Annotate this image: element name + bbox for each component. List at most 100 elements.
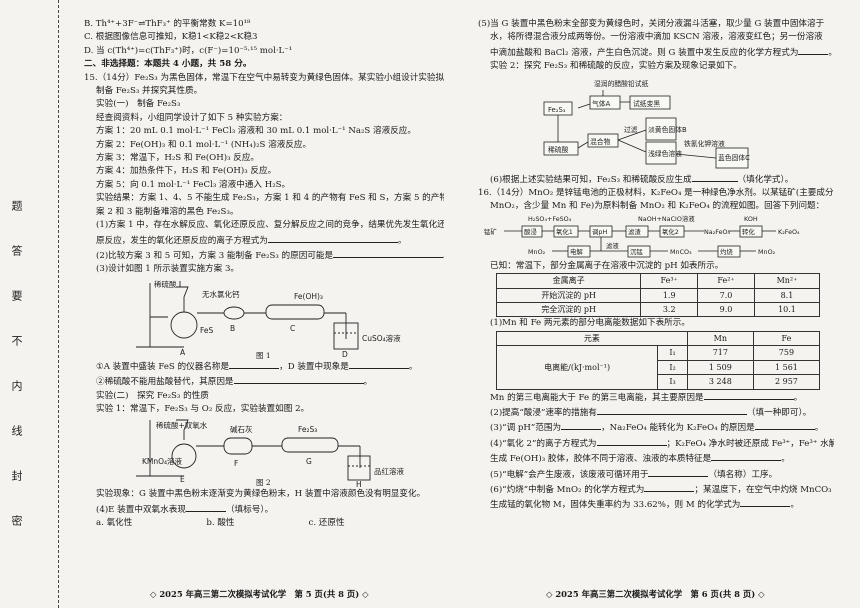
step-adjust-ph: 调pH [592, 227, 607, 236]
text-line: (3)设计如图 1 所示装置实施方案 3。 [96, 264, 240, 275]
text-line: Mn 的第三电离能大于 Fe 的第三电离能，其主要原因是。 [478, 390, 834, 405]
label-feoh3: Fe(OH)₃ [294, 292, 323, 301]
apparatus-diagram-1: 稀硫酸 无水氯化钙 Fe(OH)₃ FeS CuSO₄溶液 A B C D [136, 279, 401, 359]
node-fe2s3: Fe₂S₃ [548, 106, 566, 114]
option-c[interactable]: c. 还原性 [308, 518, 345, 529]
text-line: 原反应，发生的氧化还原反应的离子方程式为。 [84, 233, 444, 248]
text-line: (1)方案 1 中，存在水解反应、氧化还原反应、复分解反应之间的竞争，结果优先发… [96, 220, 444, 231]
table-row: I₃ 3 248 2 957 [497, 374, 821, 390]
text-line: 实验 2：探究 Fe₂S₃ 和稀硫酸的反应，实验方案及现象记录如下。 [490, 61, 742, 72]
text-line: 方案 2：Fe(OH)₃ 和 0.1 mol·L⁻¹ (NH₄)₂S 溶液反应。 [96, 139, 312, 150]
reagent-koh: KOH [744, 215, 758, 223]
option-a[interactable]: a. 氧化性 [96, 518, 133, 529]
answer-blank[interactable] [711, 451, 782, 462]
node-gas-a: 气体A [592, 99, 611, 108]
label-fe2s3: Fe₂S₃ [298, 425, 317, 434]
ph-table: 金属离子 Fe³⁺ Fe²⁺ Mn²⁺ 开始沉淀的 pH 1.9 7.0 8.1… [495, 273, 821, 318]
answer-blank[interactable] [644, 482, 695, 492]
fe2s3-acid-flow: Fe₂S₃ 稀硫酸 气体A 湿润的醋酸铅试纸 试纸变黑 混合物 过滤 淡黄色固体… [543, 79, 750, 169]
seal-margin: 题答要不内线封密 [0, 0, 59, 608]
text-line: (2)比较方案 3 和 5 可知，方案 3 能制备 Fe₂S₃ 的原因可能是。 [84, 248, 444, 263]
answer-blank[interactable] [233, 374, 364, 385]
text-line: 生成锰的氧化物 M，固体失重率约为 33.62%，则 M 的化学式为。 [478, 497, 834, 512]
text-line: 方案 4：加热条件下，H₂S 和 Fe(OH)₃ 反应。 [96, 166, 277, 177]
answer-blank[interactable] [691, 172, 738, 182]
text-line: (3)“调 pH”范围为，Na₂FeO₄ 能转化为 K₂FeO₄ 的原因是。 [478, 420, 834, 435]
node-blue-solid: 蓝色固体C [718, 153, 750, 162]
footer-right: ◇ 2025 年高三第二次模拟考试化学 第 6 页(共 8 页) ◇ [546, 589, 765, 599]
answer-blank[interactable] [185, 502, 226, 512]
node-yellow-solid: 淡黄色固体B [648, 125, 687, 134]
answer-blank[interactable] [333, 248, 444, 258]
table-row: 开始沉淀的 pH 1.9 7.0 8.1 [495, 287, 821, 304]
label-d: D [342, 350, 348, 359]
answer-blank[interactable] [798, 45, 829, 55]
product-na2feo4: Na₂FeO₄ [704, 228, 731, 236]
mn-process-flow: H₂SO₄+FeSO₄ NaOH+NaClO溶液 KOH 锰矿 酸浸 氧化1 调… [484, 214, 800, 258]
figure-2: 稀硫酸+双氧水 碱石灰 Fe₂S₃ KMnO₄溶液 品红溶液 E F G H 图… [84, 416, 444, 489]
label-a: A [180, 348, 186, 357]
table-row: 完全沉淀的 pH 3.2 9.0 10.1 [495, 302, 821, 318]
answer-blank[interactable] [267, 233, 398, 243]
text-line: (6)“灼烧”中制备 MnO₂ 的化学方程式为；某温度下，在空气中灼烧 MnCO… [478, 482, 834, 497]
product-k2feo4: K₂FeO₄ [778, 228, 800, 236]
text-line: (4)E 装置中双氧水表现（填标号）。 [84, 502, 444, 517]
answer-blank[interactable] [754, 420, 815, 431]
step-calcine: 灼烧 [720, 247, 733, 256]
label-h: H [356, 480, 362, 488]
answer-blank[interactable] [348, 359, 409, 369]
text-line: MnO₂，含少量 Mn 和 Fe)为原料制备 MnO₂ 和 K₂FeO₄ 的流程… [490, 201, 825, 212]
answer-blank[interactable] [596, 405, 747, 415]
footer-left: ◇ 2025 年高三第二次模拟考试化学 第 5 页(共 8 页) ◇ [150, 589, 369, 599]
product-mno2-b: MnO₂ [758, 248, 776, 256]
text-line: (5)“电解”会产生废液，该废液可循环用于（填名称）工序。 [478, 467, 834, 482]
text-line: 中滴加盐酸和 BaCl₂ 溶液，产生白色沉淀。则 G 装置中发生反应的化学方程式… [478, 45, 834, 60]
text-line: 水，将所得混合液分成两等份。一份溶液中滴加 KSCN 溶液，溶液变红色；另一份溶… [490, 32, 823, 43]
label-ferricyanide: 铁氰化钾溶液 [684, 139, 725, 148]
flowchart-2: H₂SO₄+FeSO₄ NaOH+NaClO溶液 KOH 锰矿 酸浸 氧化1 调… [478, 214, 834, 260]
flowchart-1: Fe₂S₃ 稀硫酸 气体A 湿润的醋酸铅试纸 试纸变黑 混合物 过滤 淡黄色固体… [478, 74, 834, 172]
label-filter: 过滤 [624, 125, 638, 134]
node-mixture: 混合物 [590, 137, 611, 146]
answer-blank[interactable] [648, 467, 709, 477]
label-f: F [234, 459, 238, 468]
text-line: D. 当 c(Th⁴⁺)=c(ThF₃⁺)时，c(F⁻)=10⁻⁵·¹⁵ mol… [84, 45, 293, 56]
text-line: 实验结果：方案 1、4、5 不能生成 Fe₂S₃，方案 1 和 4 的产物有 F… [96, 193, 444, 204]
text-line: 方案 3：常温下，H₂S 和 Fe(OH)₃ 反应。 [96, 153, 260, 164]
text-line: 实验(二) 探究 Fe₂S₃ 的性质 [96, 390, 209, 401]
answer-blank[interactable] [229, 359, 280, 369]
answer-blank[interactable] [561, 420, 602, 431]
option-b[interactable]: b. 酸性 [206, 518, 235, 529]
table-row: I₂ 1 509 1 561 [497, 359, 821, 376]
label-e: E [180, 475, 185, 484]
text-line: ①A 装置中盛装 FeS 的仪器名称是，D 装置中现象是。 [84, 359, 444, 374]
text-line: (6)根据上述实验结果可知，Fe₂S₃ 和稀硫酸反应生成（填化学式）。 [478, 172, 834, 187]
text-line: C. 根据图像信息可推知，K稳1<K稳2<K稳3 [84, 32, 258, 43]
answer-blank[interactable] [596, 436, 667, 446]
answer-blank[interactable] [740, 497, 791, 508]
left-column: B. Th⁴⁺+3F⁻⇌ThF₃⁺ 的平衡常数 K=10¹⁸ C. 根据图像信息… [84, 18, 444, 531]
section-heading: 二、非选择题：本题共 4 小题，共 58 分。 [84, 59, 252, 70]
label-lead-paper: 湿润的醋酸铅试纸 [594, 79, 649, 88]
answer-blank[interactable] [703, 390, 794, 400]
label-soda-lime: 碱石灰 [230, 424, 253, 434]
figure-1: 稀硫酸 无水氯化钙 Fe(OH)₃ FeS CuSO₄溶液 A B C D 图 … [84, 277, 444, 360]
figure-caption: 图 2 [256, 478, 271, 488]
step-mn-precip: 沉锰 [630, 247, 643, 256]
option-row: a. 氧化性 b. 酸性 c. 还原性 [84, 517, 444, 530]
text-line: ②稀硫酸不能用盐酸替代，其原因是。 [84, 374, 444, 389]
question-16-title: 16.（14分）MnO₂ 是锌锰电池的正极材料，K₂FeO₄ 是一种绿色净水剂。… [478, 188, 834, 199]
text-line: (2)提高“酸浸”速率的措施有（填一种即可）。 [478, 405, 834, 420]
product-mnco3: MnCO₃ [670, 248, 692, 256]
label-cuso4: CuSO₄溶液 [362, 333, 401, 343]
label-c: C [290, 324, 295, 333]
product-mno2-a: MnO₂ [528, 248, 546, 256]
step-convert: 转化 [742, 227, 755, 236]
text-line: 实验(一) 制备 Fe₂S₃ [96, 99, 181, 110]
label-h2o2: 稀硫酸+双氧水 [156, 420, 208, 430]
step-oxidation-2: 氧化2 [662, 227, 679, 236]
label-fes: FeS [200, 326, 214, 335]
step-residue: 滤渣 [628, 227, 641, 236]
table-row: 电离能/(kJ·mol⁻¹) I₁ 717 759 [495, 345, 821, 390]
